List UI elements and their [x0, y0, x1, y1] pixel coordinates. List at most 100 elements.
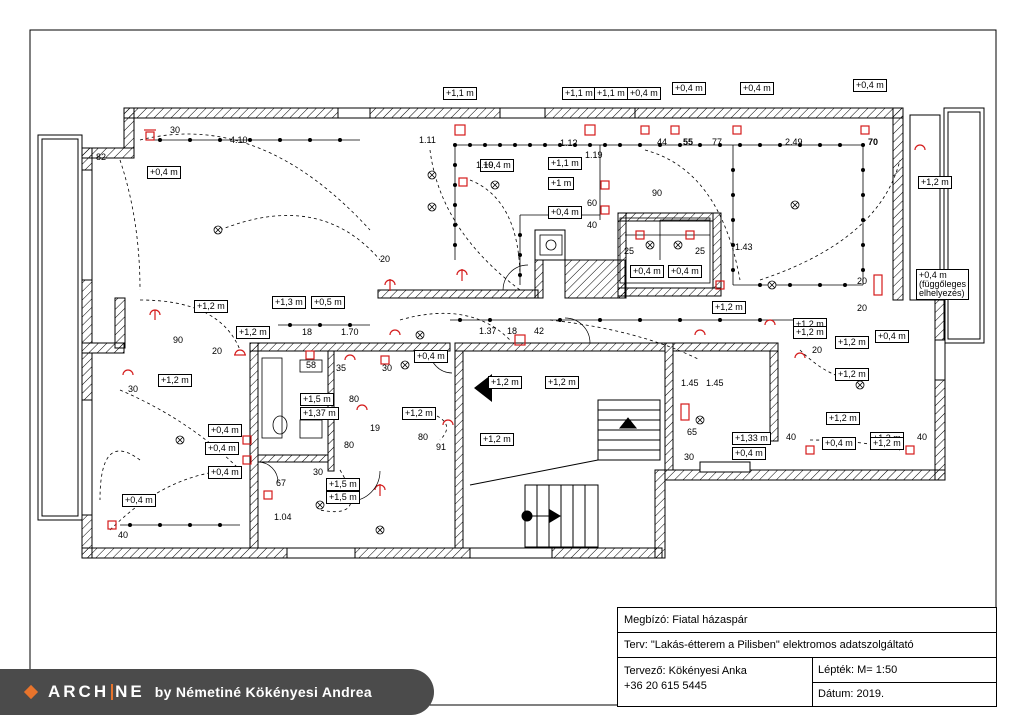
arrow-marker	[474, 374, 492, 402]
archline-watermark: ARCH NE by Németiné Kökényesi Andrea	[0, 669, 434, 715]
title-row: Megbízó: Fiatal házaspár	[618, 608, 996, 633]
dimension: 30	[313, 467, 324, 477]
height-label: +0,4 m	[122, 494, 156, 507]
height-label: +1,2 m	[793, 326, 827, 339]
dimension: 25	[695, 246, 706, 256]
dimension: 30	[684, 452, 695, 462]
byline-text: by Németiné Kökényesi Andrea	[154, 684, 372, 700]
height-label: +0,4 m	[630, 265, 664, 278]
dimension: 55	[683, 137, 694, 147]
dimension: 18	[507, 326, 518, 336]
dimension: 80	[349, 394, 360, 404]
dimension: 67	[276, 478, 287, 488]
door-swings	[257, 264, 591, 502]
dimension: 1.43	[735, 242, 753, 252]
dimension: 40	[786, 432, 797, 442]
height-label: +0,4 m	[627, 87, 661, 100]
height-label: +0,4 m	[853, 79, 887, 92]
height-label: +1,2 m	[480, 433, 514, 446]
dimension: 1.70	[341, 327, 359, 337]
ceiling-lights	[175, 170, 865, 535]
height-label: +1,2 m	[835, 368, 869, 381]
height-label: +1,5 m	[326, 491, 360, 504]
height-label: +1,2 m	[918, 176, 952, 189]
dimension: 30	[170, 125, 181, 135]
note-line: +0,4 m	[919, 270, 947, 280]
height-label: +1,2 m	[194, 300, 228, 313]
height-label: +0,4 m	[208, 424, 242, 437]
dimension: 77	[712, 137, 723, 147]
height-label: +0,4 m	[875, 330, 909, 343]
brand-text: ARCH	[48, 682, 110, 701]
dimension: 1.45	[681, 378, 699, 388]
dimension: 90	[173, 335, 184, 345]
archline-logo: ARCH NE	[23, 682, 145, 702]
dimension: 60	[587, 198, 598, 208]
dimension: 35	[336, 363, 347, 373]
dimension: 42	[534, 326, 545, 336]
height-label: +0,4 m	[668, 265, 702, 278]
height-label: +1,37 m	[300, 407, 339, 420]
dimension: 40	[587, 220, 598, 230]
dimension: 70	[868, 137, 879, 147]
height-label: +0,4 m	[548, 206, 582, 219]
height-label: +0,5 m	[311, 296, 345, 309]
height-label: +1,2 m	[870, 437, 904, 450]
windows	[81, 107, 946, 559]
title-block: Megbízó: Fiatal házaspár Terv: "Lakás-ét…	[617, 607, 997, 707]
dimension: 65	[687, 427, 698, 437]
inner-walls	[249, 212, 779, 549]
dimension: 19	[370, 423, 381, 433]
height-label: +1,2 m	[158, 374, 192, 387]
sheet-frame	[29, 29, 997, 706]
dimension: 20	[857, 303, 868, 313]
dimension: 40	[118, 530, 129, 540]
height-label: +1,2 m	[402, 407, 436, 420]
brand-separator	[111, 684, 114, 700]
dimension: 58	[306, 360, 317, 370]
height-label: +1,1 m	[562, 87, 596, 100]
dimension: 2.49	[785, 137, 803, 147]
dimension: 1.45	[706, 378, 724, 388]
dimension: 20	[212, 346, 223, 356]
height-label: +0,4 m	[147, 166, 181, 179]
title-row: Tervező: Kökényesi Anka +36 20 615 5445 …	[618, 658, 996, 706]
note-line: elhelyezés)	[919, 288, 965, 298]
title-row: Terv: "Lakás-étterem a Pilisben" elektro…	[618, 633, 996, 658]
balconies	[37, 107, 985, 521]
bathroom-fixtures	[261, 217, 711, 439]
dimension: 80	[344, 440, 355, 450]
height-label: +1,1 m	[443, 87, 477, 100]
height-label: +1 m	[548, 177, 575, 190]
height-label: +1,5 m	[300, 393, 334, 406]
dimension: 82	[96, 152, 107, 162]
dimension: 91	[436, 442, 447, 452]
vertical-placement-note: +0,4 m (függőleges elhelyezés)	[916, 269, 970, 300]
dimension: 20	[812, 345, 823, 355]
height-label: +0,4 m	[208, 466, 242, 479]
client-text: Megbízó: Fiatal házaspár	[624, 614, 748, 626]
brand-text: NE	[115, 682, 145, 701]
height-label: +0,4 m	[205, 442, 239, 455]
height-label: +1,2 m	[826, 412, 860, 425]
height-label: +1,3 m	[272, 296, 306, 309]
height-label: +1,2 m	[488, 376, 522, 389]
designer-text: Tervező: Kökényesi Anka	[624, 665, 747, 677]
height-label: +1,5 m	[326, 478, 360, 491]
height-label: +0,4 m	[672, 82, 706, 95]
height-label: +1,1 m	[548, 157, 582, 170]
height-label: +1,2 m	[236, 326, 270, 339]
height-label: +1,2 m	[835, 336, 869, 349]
dimension: 4.10	[230, 135, 248, 145]
dimension: 1.12	[560, 138, 578, 148]
dimension: 20	[380, 254, 391, 264]
dimension: 80	[418, 432, 429, 442]
phone-text: +36 20 615 5445	[624, 680, 707, 692]
staircase	[469, 399, 661, 548]
dimension: 1.19	[585, 150, 603, 160]
height-label: +1,1 m	[594, 87, 628, 100]
dimension: 44	[657, 137, 668, 147]
height-label: +0,4 m	[822, 437, 856, 450]
